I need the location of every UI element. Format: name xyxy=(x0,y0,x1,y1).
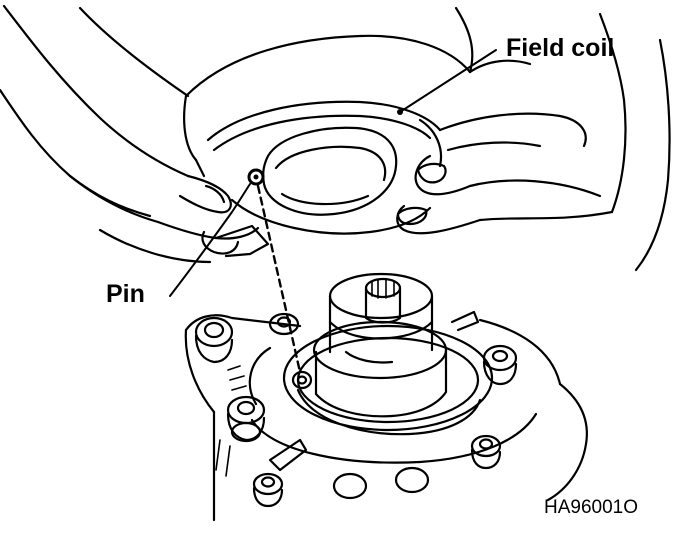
mounting-boss-top-left xyxy=(194,316,234,364)
pin-leader-line xyxy=(169,183,251,297)
figure-code: HA96001O xyxy=(544,497,639,518)
port-right xyxy=(394,466,430,494)
alignment-dashed-line xyxy=(256,184,302,374)
left-hand xyxy=(0,4,270,264)
field-coil-label: Field coil xyxy=(506,34,615,62)
field-coil xyxy=(183,34,472,235)
mounting-boss-right-lower xyxy=(470,434,502,470)
mounting-boss-bottom-left xyxy=(252,472,284,508)
mounting-boss-left xyxy=(226,395,266,443)
pin-assembly xyxy=(169,49,497,374)
mounting-boss-top xyxy=(268,312,300,336)
pin-label: Pin xyxy=(106,280,145,308)
right-hand xyxy=(396,6,671,272)
field-coil-leader-line xyxy=(399,49,497,113)
compressor-body xyxy=(184,310,588,522)
pin-hole xyxy=(291,370,313,390)
port-left xyxy=(332,472,368,500)
shaft-hub xyxy=(282,272,494,436)
pin xyxy=(247,168,265,186)
coil-bore xyxy=(262,126,398,216)
